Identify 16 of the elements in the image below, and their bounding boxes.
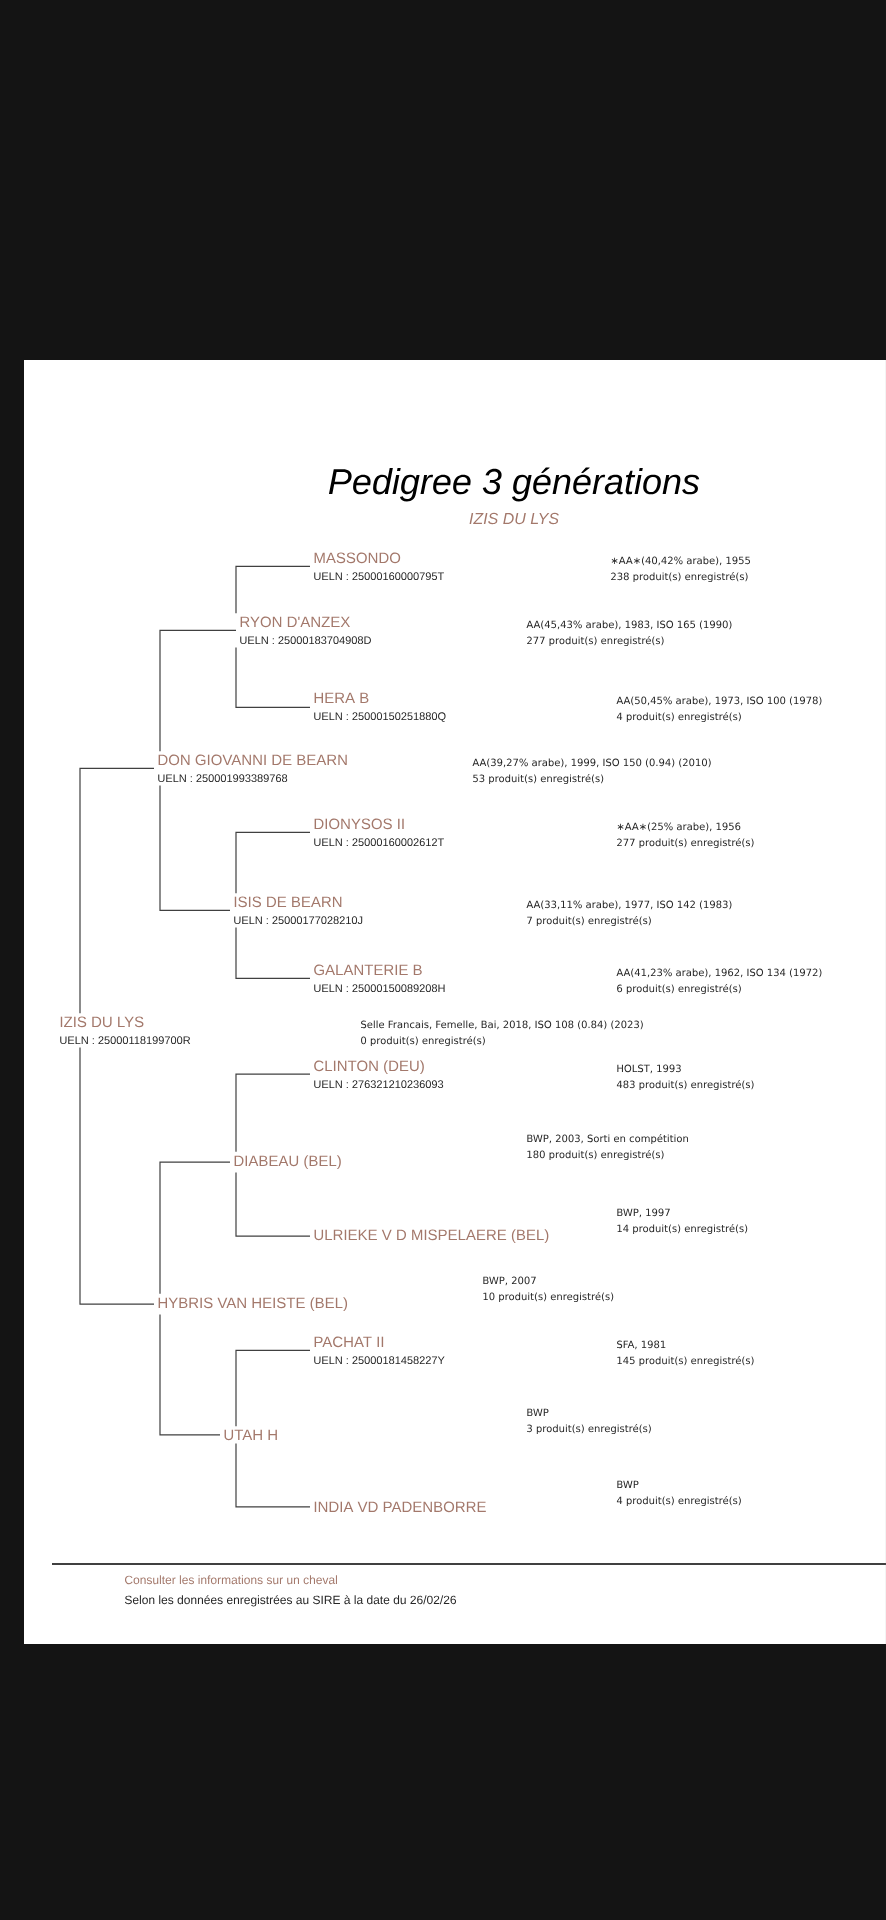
pedigree-connector [235, 1442, 311, 1508]
pedigree-connector [79, 767, 155, 1014]
pedigree-connector [235, 1349, 311, 1427]
subtitle: IZIS DU LYS [469, 512, 559, 525]
pedigree-connector [159, 629, 237, 752]
pedigree-connector [79, 1046, 155, 1305]
pedigree-connector [235, 1073, 311, 1153]
pedigree-connector [235, 565, 311, 614]
title: Pedigree 3 générations [328, 467, 700, 502]
pedigree-connector [235, 646, 311, 708]
pedigree-connector [235, 926, 311, 979]
pedigree-connector [235, 831, 311, 894]
pedigree-connector [159, 1161, 231, 1295]
pedigree-connector [159, 1313, 221, 1436]
pedigree-connector [235, 1171, 311, 1237]
pedigree-connector [159, 784, 231, 911]
